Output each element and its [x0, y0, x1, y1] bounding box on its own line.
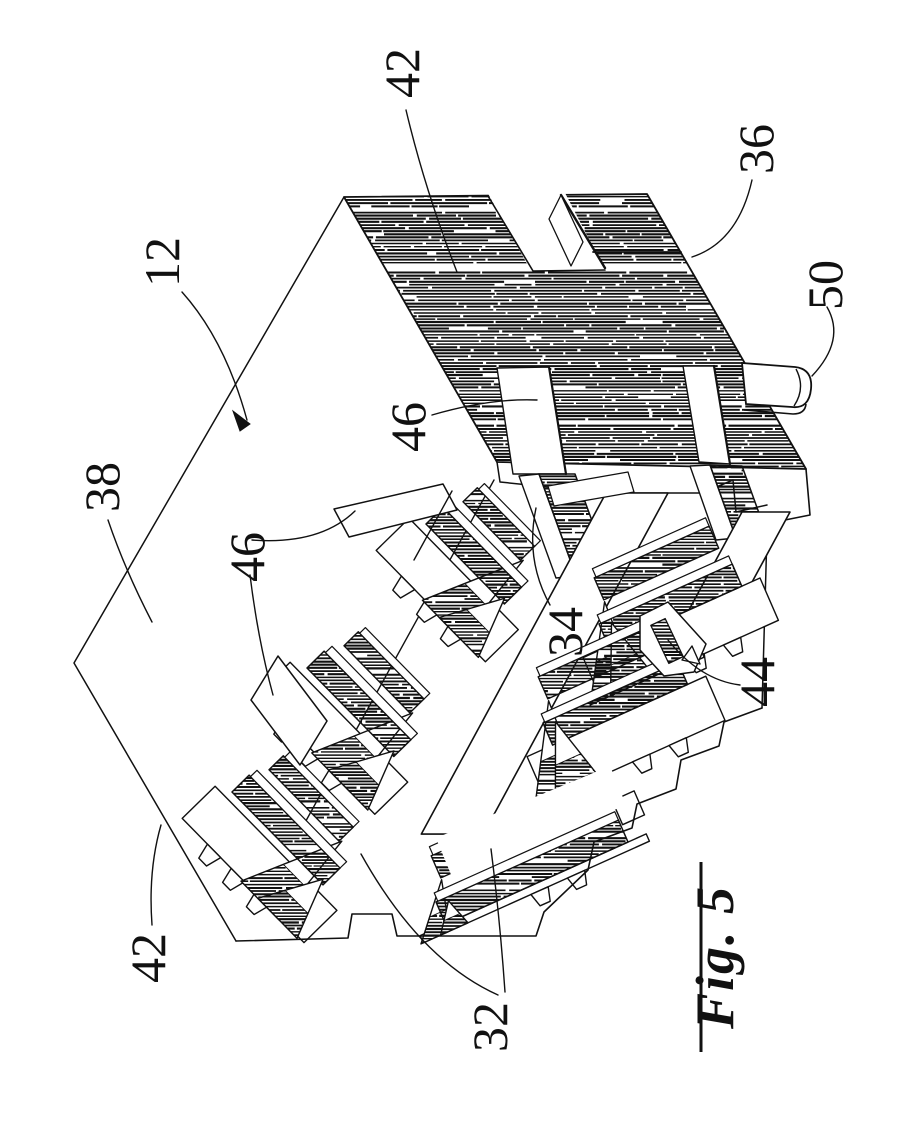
svg-text:44: 44: [729, 657, 785, 707]
svg-text:42: 42: [374, 48, 430, 98]
svg-text:32: 32: [462, 1002, 518, 1052]
svg-text:38: 38: [74, 462, 130, 512]
svg-text:46: 46: [219, 532, 275, 582]
svg-text:46: 46: [380, 402, 436, 452]
svg-text:34: 34: [537, 607, 593, 657]
svg-text:50: 50: [797, 260, 853, 310]
svg-text:36: 36: [728, 124, 784, 174]
svg-text:12: 12: [134, 237, 190, 287]
svg-text:42: 42: [120, 933, 176, 983]
svg-text:Fig. 5: Fig. 5: [685, 885, 745, 1030]
